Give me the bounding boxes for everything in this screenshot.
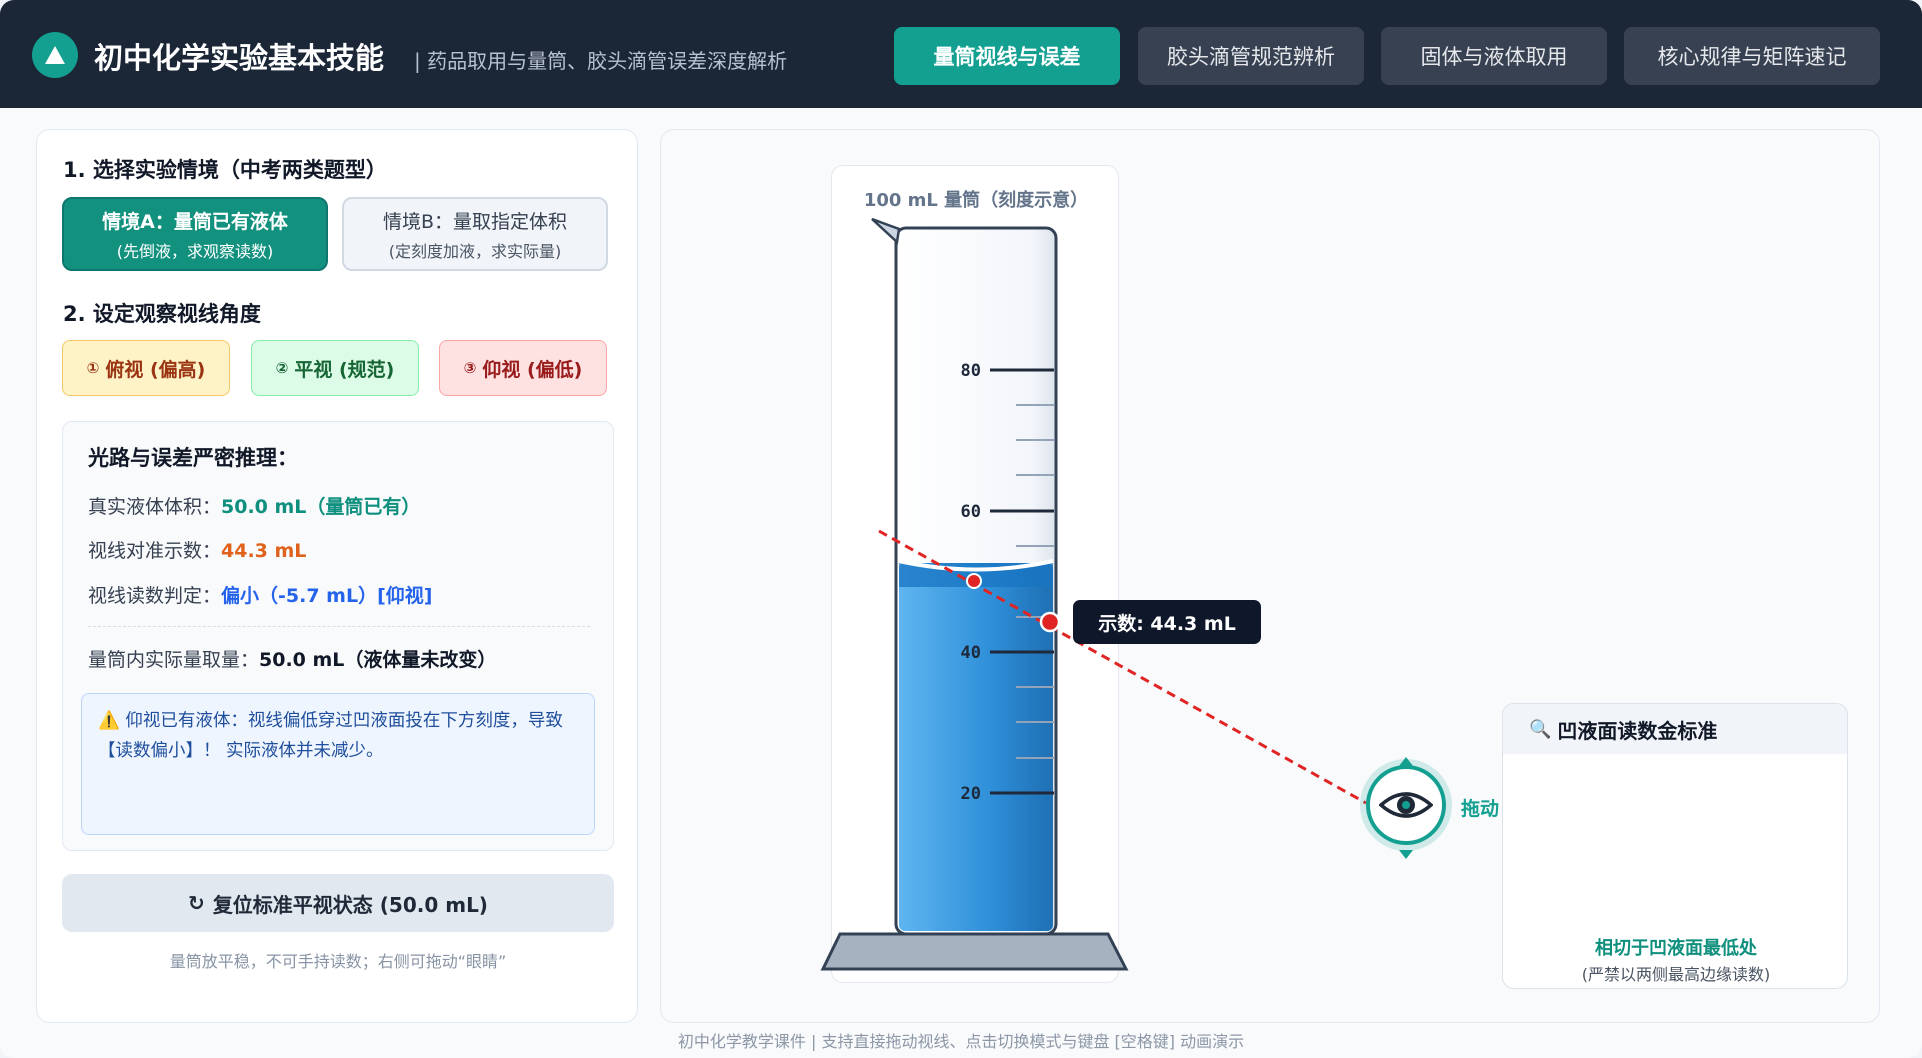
- app-subtitle: | 药品取用与量筒、胶头滴管误差深度解析: [414, 49, 788, 73]
- reset-icon: ↻: [188, 891, 205, 915]
- tick-label-80: 80: [961, 361, 981, 381]
- angle-1-number: ①: [86, 359, 100, 377]
- standard-note: (严禁以两侧最高边缘读数): [1581, 965, 1771, 984]
- meniscus-curve: [898, 559, 1054, 572]
- standard-title: 凹液面读数金标准: [1557, 718, 1718, 743]
- tick-label-60: 60: [961, 502, 981, 522]
- scenario-b-button[interactable]: 情境B：量取指定体积 (定刻度加液，求实际量): [342, 197, 608, 271]
- tab-rules-matrix[interactable]: 核心规律与矩阵速记: [1624, 27, 1880, 85]
- warning-icon: ⚠️: [98, 711, 120, 731]
- tick-label-40: 40: [961, 643, 981, 663]
- actual-volume-value: 50.0 mL（液体量未改变）: [259, 649, 497, 671]
- actual-volume-row: 量筒内实际量取量：50.0 mL（液体量未改变）: [88, 645, 496, 672]
- experiment-stage: 100 mL 量筒（刻度示意）: [660, 129, 1880, 1023]
- tab-solid-liquid[interactable]: 固体与液体取用: [1381, 27, 1607, 85]
- analysis-box: 光路与误差严密推理： 真实液体体积：50.0 mL（量筒已有） 视线对准示数：4…: [62, 421, 614, 851]
- magnifier-icon: 🔍: [1529, 718, 1552, 740]
- tab-dropper[interactable]: 胶头滴管规范辨析: [1138, 27, 1364, 85]
- angle-2-label: 平视 (规范): [294, 358, 395, 381]
- tab-cylinder-sightline[interactable]: 量筒视线与误差: [894, 27, 1120, 85]
- reading-point: [1039, 611, 1061, 633]
- meniscus-point: [966, 573, 982, 589]
- eye-drag-handle[interactable]: [1366, 765, 1446, 845]
- angle-level-button[interactable]: ② 平视 (规范): [251, 340, 419, 396]
- angle-3-label: 仰视 (偏低): [482, 358, 583, 381]
- sight-line: [878, 529, 1367, 805]
- scenario-b-title: 情境B：量取指定体积: [382, 210, 568, 233]
- minor-ticks: [1016, 404, 1054, 759]
- real-volume-row: 真实液体体积：50.0 mL（量筒已有）: [88, 492, 420, 519]
- real-volume-value: 50.0 mL（量筒已有）: [221, 496, 421, 518]
- reading-label: 视线对准示数：: [88, 540, 222, 562]
- reading-tooltip: 示数: 44.3 mL: [1073, 600, 1261, 644]
- angle-2-number: ②: [275, 359, 289, 377]
- reset-label: 复位标准平视状态 (50.0 mL): [212, 892, 488, 917]
- actual-volume-label: 量筒内实际量取量：: [88, 649, 260, 671]
- cylinder-title: 100 mL 量筒（刻度示意）: [863, 190, 1089, 211]
- header-bar: 初中化学实验基本技能 | 药品取用与量筒、胶头滴管误差深度解析 量筒视线与误差 …: [0, 0, 1922, 108]
- standard-header: 🔍 凹液面读数金标准: [1503, 704, 1847, 754]
- judgement-row: 视线读数判定：偏小（-5.7 mL）[仰视]: [88, 581, 432, 608]
- warning-text: 仰视已有液体：视线偏低穿过凹液面投在下方刻度，导致【读数偏小】！ 实际液体并未减…: [98, 711, 563, 761]
- app-title: 初中化学实验基本技能: [94, 41, 385, 75]
- standard-caption: 相切于凹液面最低处: [1595, 938, 1757, 959]
- angle-overlook-button[interactable]: ① 俯视 (偏高): [62, 340, 230, 396]
- scenario-a-title: 情境A：量筒已有液体: [102, 210, 288, 233]
- judgement-label: 视线读数判定：: [88, 585, 222, 607]
- cylinder-spout: [871, 217, 901, 245]
- drag-up-arrow: [1399, 757, 1413, 766]
- drag-label: 拖动: [1461, 798, 1500, 820]
- scenario-a-sub: (先倒液，求观察读数): [116, 241, 274, 261]
- liquid-body: [899, 563, 1053, 931]
- scenario-a-button[interactable]: 情境A：量筒已有液体 (先倒液，求观察读数): [62, 197, 328, 271]
- scale-ticks: [990, 368, 1054, 795]
- flask-logo-icon: [32, 32, 78, 78]
- warning-box: ⚠️ 仰视已有液体：视线偏低穿过凹液面投在下方刻度，导致【读数偏小】！ 实际液体…: [81, 693, 595, 835]
- meniscus-standard-card: 🔍 凹液面读数金标准 相切于凹液面最低处 (严禁以两侧最高边缘读数): [1502, 703, 1848, 989]
- usage-hint: 量筒放平稳，不可手持读数；右侧可拖动“眼睛”: [169, 952, 507, 971]
- judgement-value: 偏小（-5.7 mL）[仰视]: [221, 585, 433, 607]
- analysis-title: 光路与误差严密推理：: [88, 446, 298, 470]
- angle-3-number: ③: [463, 359, 477, 377]
- eye-icon: [1379, 792, 1433, 818]
- tick-label-20: 20: [961, 784, 981, 804]
- real-volume-label: 真实液体体积：: [88, 496, 222, 518]
- analysis-divider: [88, 626, 590, 627]
- footer-note: 初中化学教学课件 | 支持直接拖动视线、点击切换模式与键盘 [空格键] 动画演示: [677, 1032, 1245, 1051]
- angle-lookup-button[interactable]: ③ 仰视 (偏低): [439, 340, 607, 396]
- reading-row: 视线对准示数：44.3 mL: [88, 536, 306, 563]
- drag-down-arrow: [1399, 850, 1413, 859]
- reading-value: 44.3 mL: [221, 540, 307, 562]
- reset-button[interactable]: ↻ 复位标准平视状态 (50.0 mL): [62, 874, 614, 932]
- section-scenario-title: 1. 选择实验情境（中考两类题型）: [63, 158, 387, 182]
- angle-1-label: 俯视 (偏高): [105, 358, 206, 381]
- section-angle-title: 2. 设定观察视线角度: [63, 302, 261, 326]
- scenario-b-sub: (定刻度加液，求实际量): [388, 241, 562, 261]
- control-panel: 1. 选择实验情境（中考两类题型） 情境A：量筒已有液体 (先倒液，求观察读数)…: [36, 129, 638, 1023]
- cylinder-base: [820, 932, 1129, 971]
